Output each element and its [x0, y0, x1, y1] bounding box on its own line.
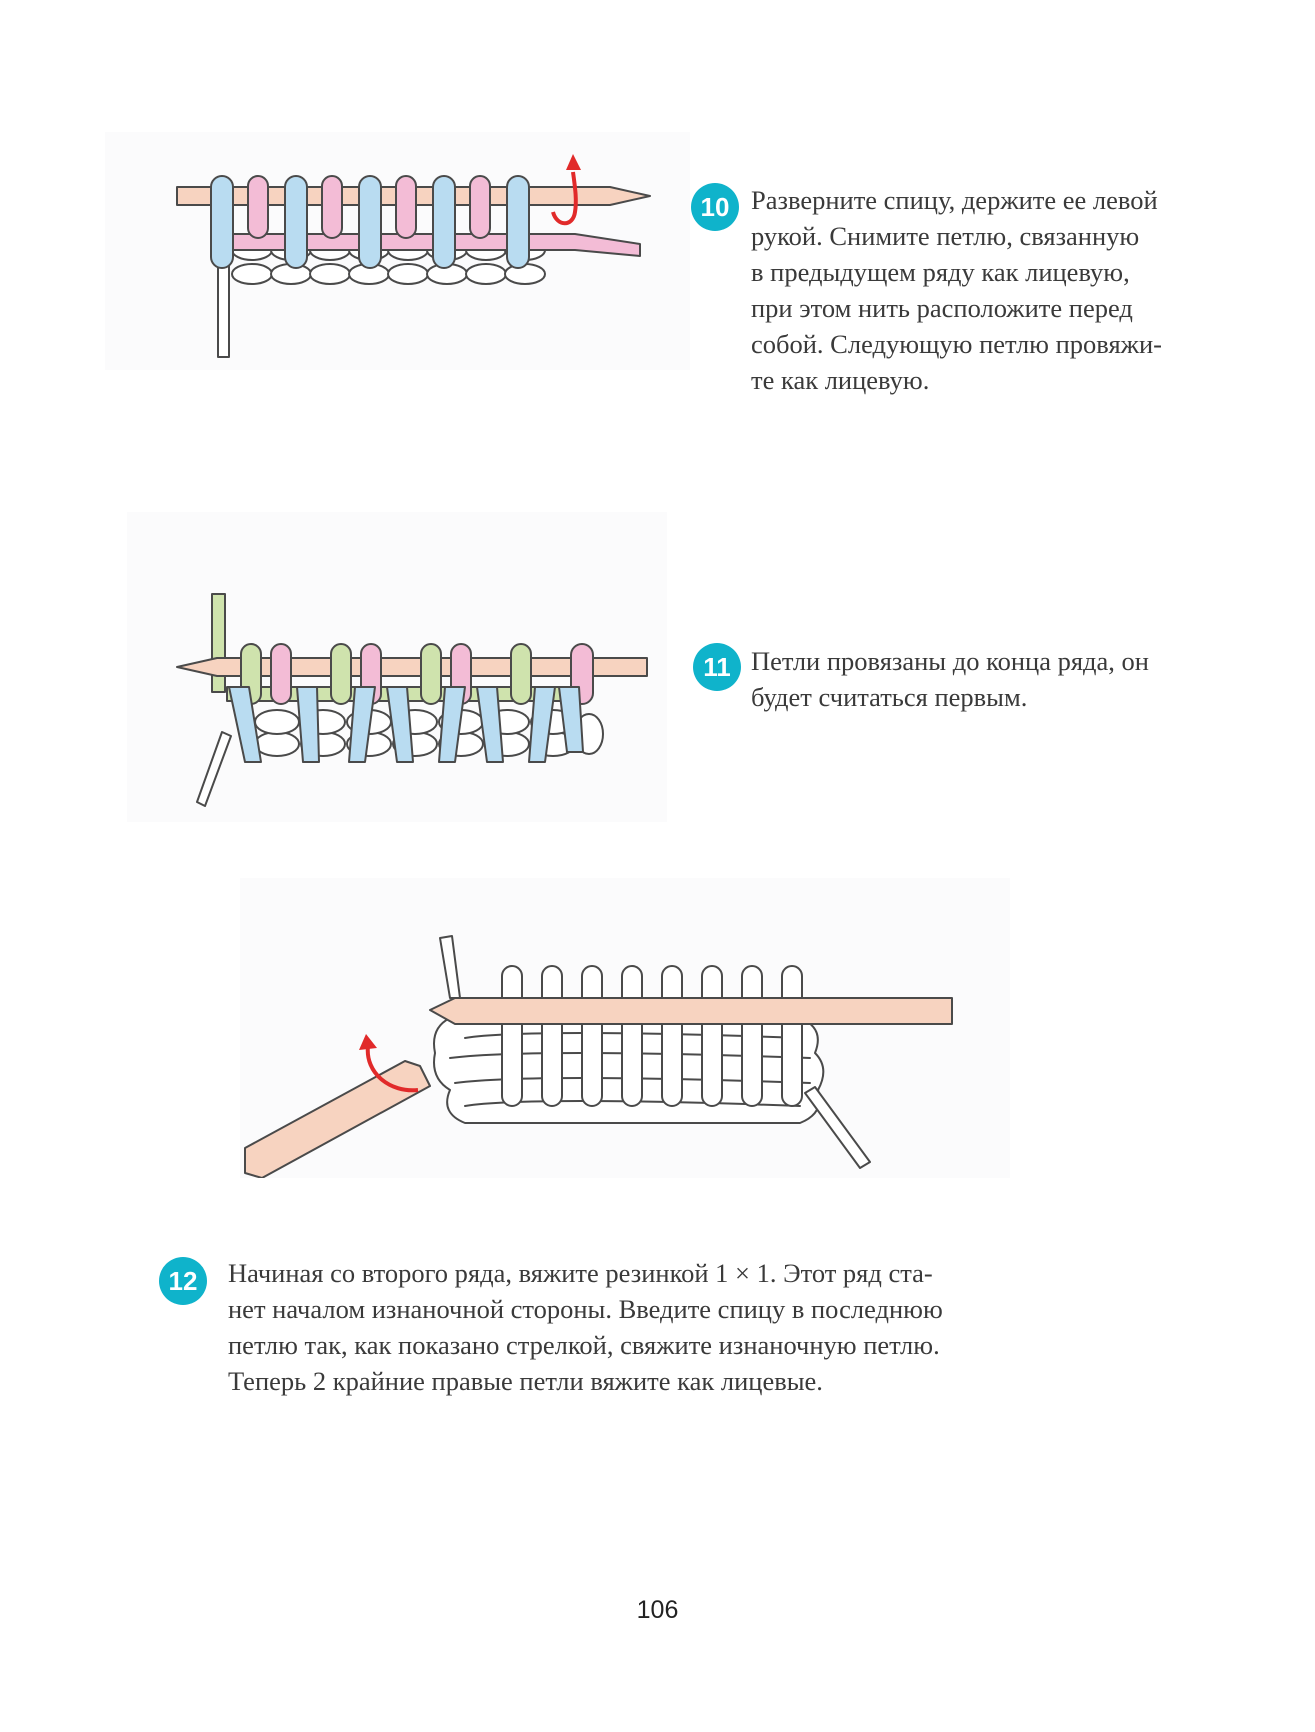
step-10-line: рукой. Снимите петлю, связанную	[751, 221, 1140, 251]
step-11-text: Петли провязаны до конца ряда, он будет …	[751, 643, 1149, 715]
step-12-badge: 12	[159, 1257, 207, 1305]
step-11-line: Петли провязаны до конца ряда, он	[751, 646, 1149, 676]
step-12-text: Начиная со второго ряда, вяжите резинкой…	[228, 1255, 943, 1399]
step-10-text: Разверните спицу, держите ее левой рукой…	[751, 182, 1162, 398]
page-number: 106	[636, 1596, 679, 1624]
illustration-step-12	[240, 878, 1010, 1178]
step-10-line: те как лицевую.	[751, 365, 930, 395]
illustration-step-11	[127, 512, 667, 822]
illustration-step-10	[105, 132, 690, 370]
arrow-icon	[551, 154, 581, 226]
arrow-icon	[359, 1034, 419, 1093]
step-12-line: нет началом изнаночной стороны. Введите …	[228, 1294, 943, 1324]
step-10-line: собой. Следующую петлю провяжи-	[751, 329, 1162, 359]
step-12-line: Теперь 2 крайние правые петли вяжите как…	[228, 1366, 823, 1396]
step-12-line: Начиная со второго ряда, вяжите резинкой…	[228, 1258, 933, 1288]
step-10-badge: 10	[691, 183, 739, 231]
step-10-line: в предыдущем ряду как лицевую,	[751, 257, 1130, 287]
step-11-badge: 11	[693, 643, 741, 691]
step-12-line: петлю так, как показано стрелкой, свяжит…	[228, 1330, 940, 1360]
step-10-line: при этом нить расположите перед	[751, 293, 1133, 323]
step-11-line: будет считаться первым.	[751, 682, 1028, 712]
step-10-line: Разверните спицу, держите ее левой	[751, 185, 1158, 215]
